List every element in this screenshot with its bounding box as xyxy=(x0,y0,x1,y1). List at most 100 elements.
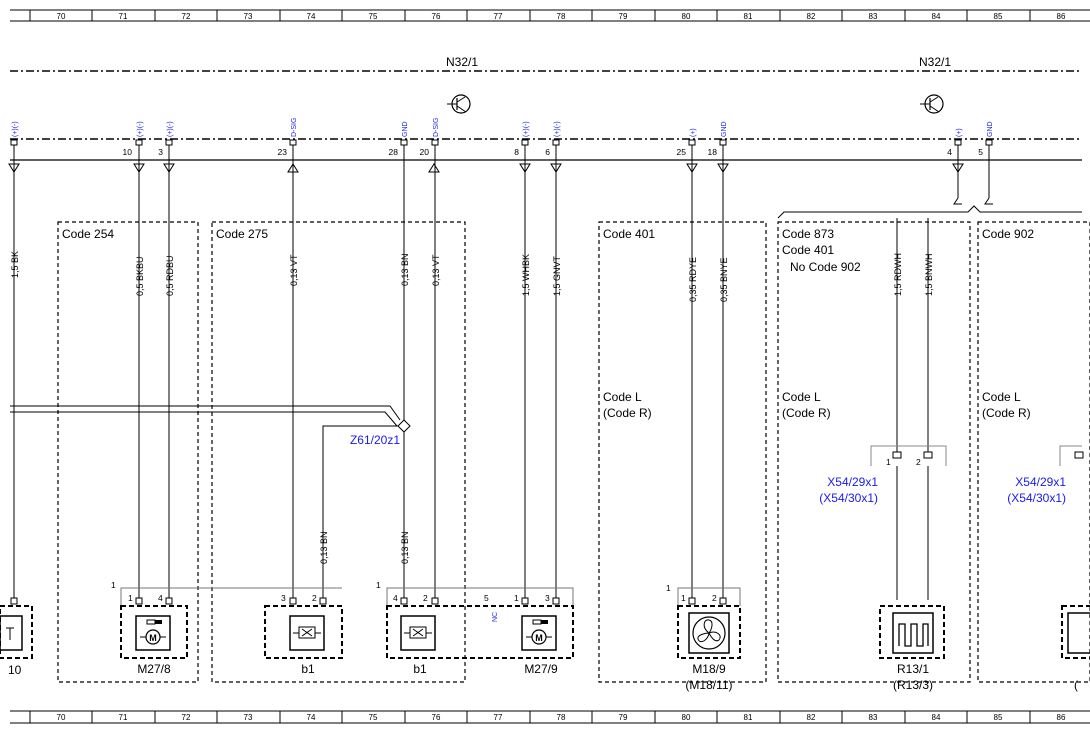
wire-label: 0,5 RDBU xyxy=(165,255,175,296)
pin-signal: GND xyxy=(987,121,994,137)
pin-signal: (+)(-) xyxy=(167,121,174,137)
code-label: Code 401 xyxy=(782,243,834,257)
wires xyxy=(10,145,990,600)
connector-label: (X54/30x1) xyxy=(819,491,878,505)
code-l-label: Code L xyxy=(603,390,642,404)
pin-number: 5 xyxy=(484,593,489,603)
top-pins: (+)(-) (+)(-) 10 (+)(-) 3 D-SIG 23 GND 2… xyxy=(10,118,994,157)
pin-signal: (+)(-) xyxy=(554,121,561,137)
connector-label: X54/29x1 xyxy=(1015,475,1066,489)
top-ruler: 70 71 72 73 74 75 76 77 78 79 80 81 82 8… xyxy=(10,9,1090,22)
pin-number: 4 xyxy=(947,147,952,157)
wire-label: 0,13 VT xyxy=(289,254,299,286)
component-label: M27/8 xyxy=(137,662,171,676)
splice-z61-20z1: Z61/20z1 xyxy=(350,419,411,447)
pin-signal: GND xyxy=(402,121,409,137)
ruler-label: 82 xyxy=(807,713,816,722)
wire-label: 1,5 WHBK xyxy=(521,254,531,296)
wire-label: 0,13 VT xyxy=(431,254,441,286)
pin-number: 2 xyxy=(916,457,921,467)
ruler-label: 76 xyxy=(432,713,441,722)
component-label: 10 xyxy=(8,663,22,677)
control-unit-label: N32/1 xyxy=(919,55,951,69)
wire-label: 0,13 BN xyxy=(319,531,329,564)
ruler-label: 70 xyxy=(57,12,66,21)
svg-text:M: M xyxy=(149,633,157,643)
pin-number: 1 xyxy=(376,580,381,590)
heater-icon xyxy=(892,612,934,654)
actuator-icon xyxy=(400,615,436,651)
wire-label: 0,13 BN xyxy=(400,531,410,564)
pin-number: 1 xyxy=(111,580,116,590)
fan-icon xyxy=(688,612,730,654)
component-label: R13/1 xyxy=(897,662,929,676)
connector-label: X54/29x1 xyxy=(827,475,878,489)
pin-signal: D-SIG xyxy=(433,118,440,137)
actuator-icon xyxy=(289,615,325,651)
control-unit-n32-1: N32/1 N32/1 xyxy=(10,55,1082,161)
pin-number: 2 xyxy=(712,593,717,603)
pin-number: 18 xyxy=(708,147,718,157)
ruler-label: 78 xyxy=(557,713,566,722)
partial-component-icon xyxy=(0,615,23,651)
bottom-pins xyxy=(10,597,727,605)
ruler-label: 81 xyxy=(744,12,753,21)
code-r-label: (Code R) xyxy=(603,406,652,420)
pin-number: 3 xyxy=(281,593,286,603)
bottom-connector-strips xyxy=(120,587,741,606)
ruler-label: 75 xyxy=(369,12,378,21)
code-r-label: (Code R) xyxy=(982,406,1031,420)
ruler-label: 79 xyxy=(619,713,628,722)
nc-label: NC xyxy=(492,612,499,622)
pin-number: 2 xyxy=(312,593,317,603)
connector-label: (X54/30x1) xyxy=(1007,491,1066,505)
pin-signal: (+)(-) xyxy=(12,121,19,137)
ruler-label: 81 xyxy=(744,713,753,722)
pin-signal: D-SIG xyxy=(291,118,298,137)
direction-arrows xyxy=(8,163,964,173)
wire-label: 1,5 BK xyxy=(10,251,20,278)
wire-label: 0,35 BNYE xyxy=(719,257,729,302)
ruler-label: 72 xyxy=(182,12,191,21)
ruler-label: 74 xyxy=(307,12,316,21)
transistor-icon xyxy=(447,94,471,114)
component-label: ( xyxy=(1074,678,1078,692)
wire-label: 0,5 BKBU xyxy=(135,256,145,296)
pin-signal: (+) xyxy=(956,128,963,137)
motor-icon: M xyxy=(135,615,171,651)
ruler-label: 75 xyxy=(369,713,378,722)
ruler-label: 82 xyxy=(807,12,816,21)
ruler-label: 71 xyxy=(119,713,128,722)
ruler-label: 80 xyxy=(682,12,691,21)
pin-signal: (+) xyxy=(690,128,697,137)
pin-number: 10 xyxy=(123,147,133,157)
ruler-label: 74 xyxy=(307,713,316,722)
pin-number: 23 xyxy=(278,147,288,157)
wire-label: 1,5 BNWH xyxy=(924,253,934,296)
ruler-label: 79 xyxy=(619,12,628,21)
ruler-label: 76 xyxy=(432,12,441,21)
ruler-label: 83 xyxy=(869,713,878,722)
wire-label: 1,5 RDWH xyxy=(893,253,903,296)
component-label: M27/9 xyxy=(524,662,558,676)
transistor-icon xyxy=(920,94,944,114)
motor-icon: M xyxy=(521,615,557,651)
code-label: Code 902 xyxy=(982,227,1034,241)
code-label: No Code 902 xyxy=(790,260,861,274)
splice-label: Z61/20z1 xyxy=(350,433,400,447)
pin-number: 1 xyxy=(514,593,519,603)
pin-number: 25 xyxy=(677,147,687,157)
ruler-label: 77 xyxy=(494,713,503,722)
pin-number: 5 xyxy=(978,147,983,157)
code-label: Code 254 xyxy=(62,227,114,241)
pin-number: 4 xyxy=(158,593,163,603)
partial-component-icon xyxy=(1067,612,1090,654)
ruler-label: 85 xyxy=(994,713,1003,722)
ruler-label: 78 xyxy=(557,12,566,21)
ruler-label: 86 xyxy=(1057,12,1066,21)
wire-label: 0,35 RDYE xyxy=(688,257,698,302)
wire-labels: 1,5 BK 0,5 BKBU 0,5 RDBU 0,13 VT 0,13 BN… xyxy=(10,251,934,564)
pin-number: 1 xyxy=(681,593,686,603)
group-brace xyxy=(777,197,1082,219)
